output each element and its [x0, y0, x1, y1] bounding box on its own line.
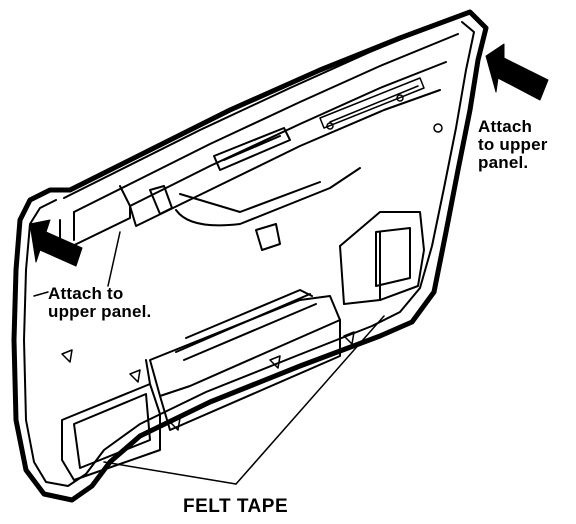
window-switch-strip — [319, 77, 443, 133]
felt-tape-edge — [11, 9, 489, 503]
map-pocket — [149, 289, 341, 431]
speaker-grille — [61, 359, 161, 481]
upper-rail — [59, 17, 459, 253]
leader-lines — [33, 231, 385, 485]
door-handle-recess — [149, 127, 361, 251]
panel-inner-edge — [23, 21, 475, 487]
right-pocket-housing — [339, 211, 425, 305]
lock-knob — [255, 223, 281, 251]
attach-upper-panel-left-label: Attach to upper panel. — [48, 284, 152, 321]
panel-clips — [61, 331, 355, 431]
door-panel-outline — [11, 9, 489, 503]
felt-tape-label: FELT TAPE — [183, 496, 289, 517]
left-attach-arrow — [29, 219, 83, 267]
right-attach-arrow — [485, 43, 549, 101]
attach-upper-panel-right-label: Attach to upper panel. — [478, 117, 548, 172]
